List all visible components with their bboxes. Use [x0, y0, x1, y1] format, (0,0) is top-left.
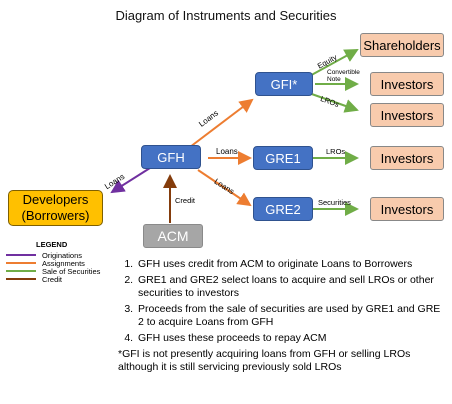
footnote: *GFI is not presently acquiring loans fr…: [118, 348, 411, 373]
legend-swatch-credit: [6, 278, 36, 280]
legend-swatch-assignments: [6, 262, 36, 264]
legend-title: LEGEND: [36, 240, 68, 249]
borrowers-label: (Borrowers): [21, 208, 90, 223]
label-gfi-convertible-note: Convertible Note: [327, 69, 360, 83]
legend-label-originations: Originations: [42, 250, 83, 260]
label-gfh-gre1: Loans: [216, 147, 238, 156]
arrow-gfi-shareholders: [305, 49, 359, 79]
node-investors-2: Investors: [370, 103, 444, 127]
node-gre2: GRE2: [253, 197, 313, 221]
notes: GFH uses credit from ACM to originate Lo…: [118, 258, 448, 374]
label-gre1-lros: LROs: [326, 147, 346, 156]
node-investors-3: Investors: [370, 146, 444, 170]
arrow-gfi-investors2: [305, 91, 359, 113]
legend-swatch-originations: [6, 254, 36, 256]
arrow-gfh-gfi: [189, 98, 254, 148]
node-shareholders: Shareholders: [360, 33, 444, 57]
note-item-4: GFH uses these proceeds to repay ACM: [136, 332, 448, 345]
developers-label: Developers: [22, 192, 89, 207]
arrow-gfh-developers: [110, 167, 151, 194]
node-gfh: GFH: [141, 145, 201, 169]
arrow-gfh-gre2: [197, 169, 252, 207]
legend-label-assignments: Assignments: [42, 258, 85, 268]
note-item-2: GRE1 and GRE2 select loans to acquire an…: [136, 274, 448, 300]
label-acm-gfh: Credit: [175, 196, 196, 205]
legend-item-assignments: Assignments: [6, 258, 106, 268]
node-investors-4: Investors: [370, 197, 444, 221]
legend-swatch-sale: [6, 270, 36, 272]
legend-item-credit: Credit: [6, 274, 106, 284]
label-gre2-securities: Securities: [318, 198, 351, 207]
legend-label-credit: Credit: [42, 274, 63, 284]
legend-item-originations: Originations: [6, 250, 106, 260]
node-gfi: GFI*: [255, 72, 313, 96]
node-investors-1: Investors: [370, 72, 444, 96]
legend: LEGEND Originations Assignments Sale of …: [6, 240, 106, 284]
legend-label-sale: Sale of Securities: [42, 266, 101, 276]
note-item-1: GFH uses credit from ACM to originate Lo…: [136, 258, 448, 271]
notes-list: GFH uses credit from ACM to originate Lo…: [118, 258, 448, 345]
legend-item-sale-of-securities: Sale of Securities: [6, 266, 106, 276]
diagram-title: Diagram of Instruments and Securities: [115, 8, 337, 23]
node-gre1: GRE1: [253, 146, 313, 170]
node-acm: ACM: [143, 224, 203, 248]
note-item-3: Proceeds from the sale of securities are…: [136, 303, 448, 329]
node-developers: Developers (Borrowers): [8, 190, 103, 226]
